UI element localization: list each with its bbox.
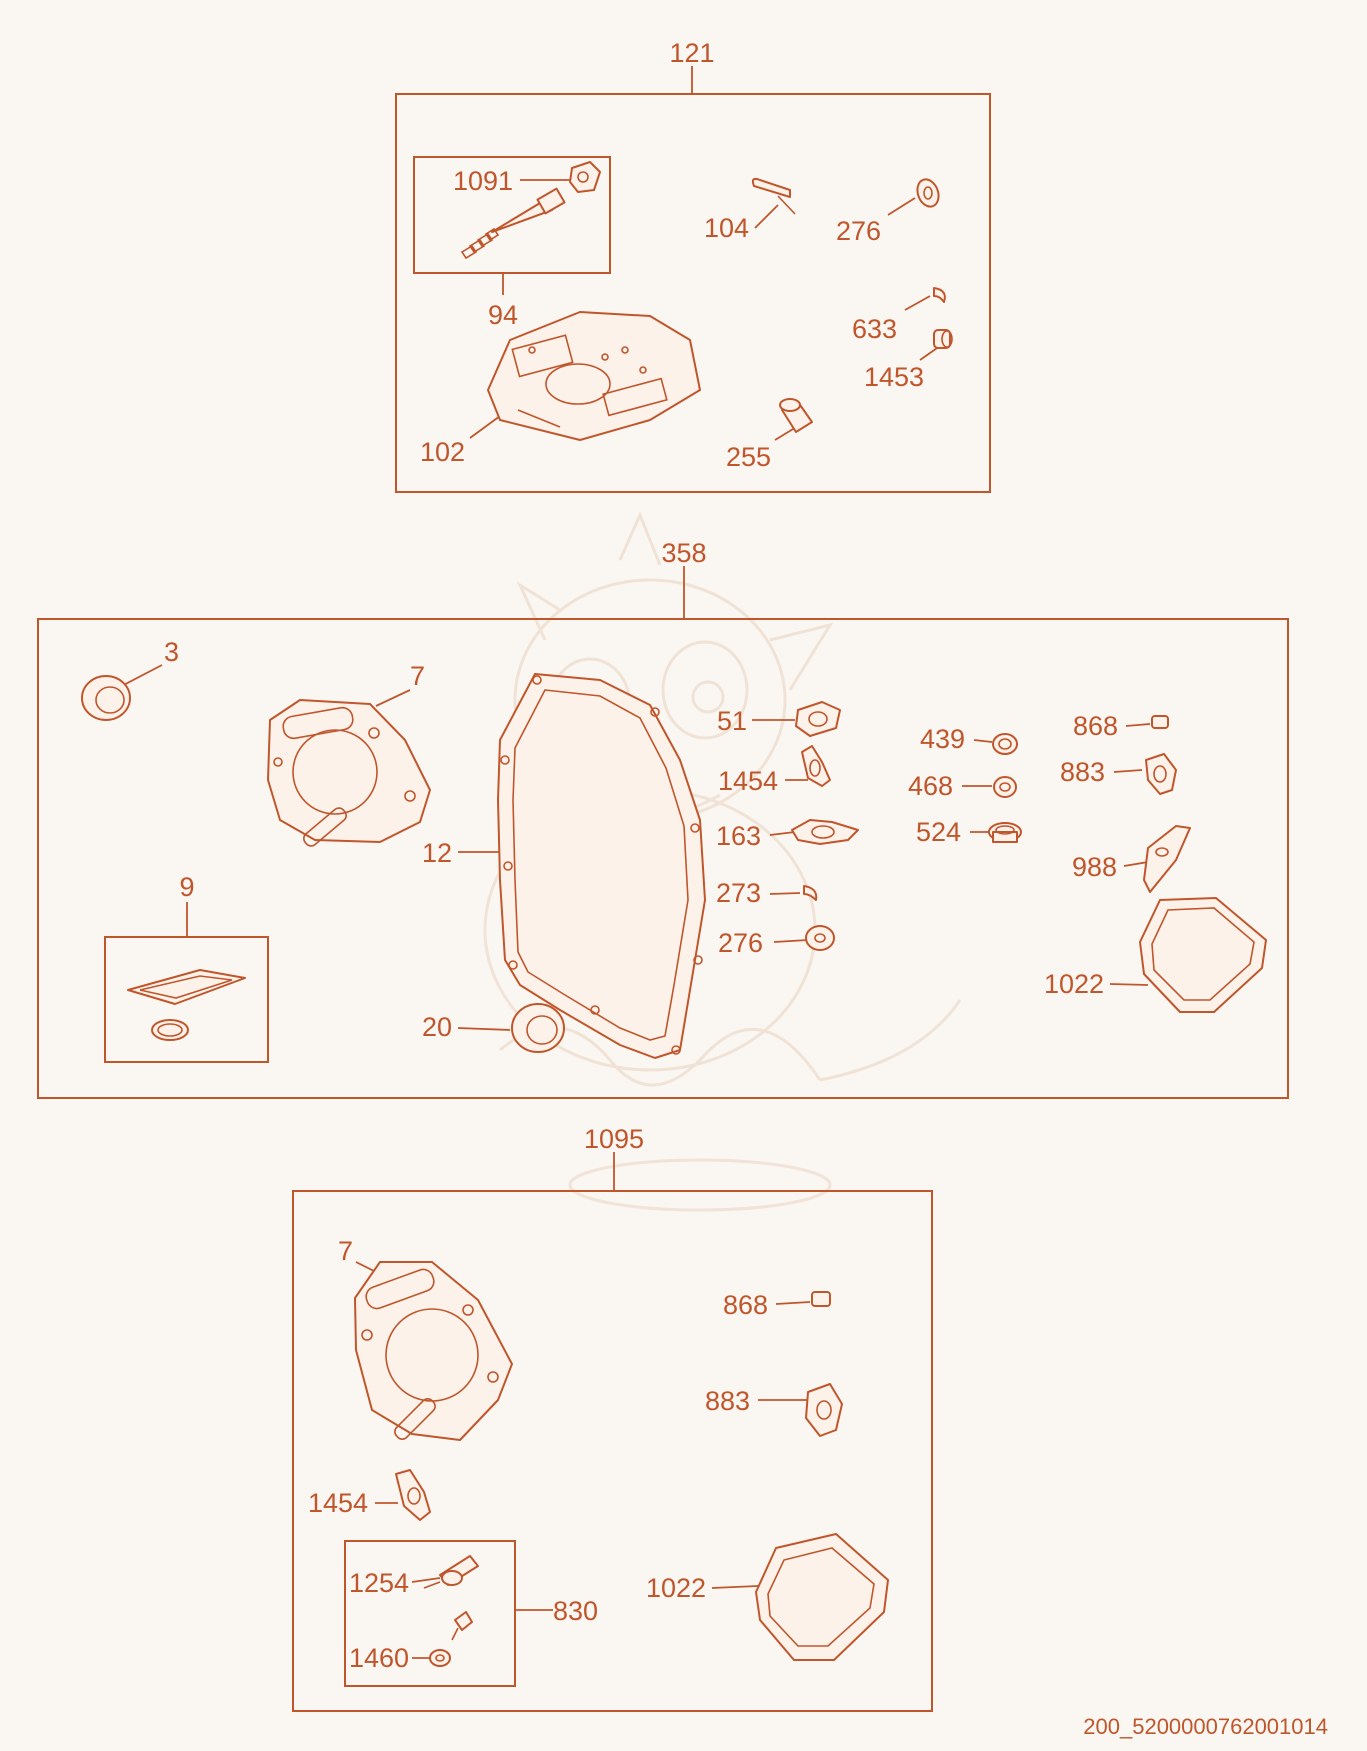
part-1022a-label: 1022 [1044,969,1104,999]
subkit-9-frame [104,936,269,1063]
kit-121: 121 94 1091 104 276 633 1453 [395,38,991,493]
part-1454a-label: 1454 [718,766,778,796]
part-883b-label: 883 [705,1386,750,1416]
part-1022b-label: 1022 [646,1573,706,1603]
part-94-label: 94 [488,300,518,330]
part-51-label: 51 [717,706,747,736]
part-7b-label: 7 [338,1236,353,1266]
part-1091-label: 1091 [453,166,513,196]
gasket-set-9-icon [127,969,246,1041]
washer-468-icon [993,776,1017,798]
part-3-label: 3 [164,637,179,667]
washer-276-icon [916,178,940,208]
kit-1095: 1095 7 868 883 1454 [292,1124,933,1712]
gasket-883b-icon [805,1383,843,1437]
gasket-163-icon [791,819,859,845]
part-276a-label: 276 [836,216,881,246]
oil-seal-3-icon [81,675,131,721]
drawing-code: 200_5200000762001014 [1083,1714,1328,1739]
part-7a-label: 7 [410,661,425,691]
clip-633-icon [933,287,946,303]
part-12-label: 12 [422,838,452,868]
kit-358: 358 3 7 9 12 [37,538,1289,1099]
rocker-cover-gasket-1022a-icon [1139,897,1267,1013]
pin-255-icon [779,398,813,433]
part-868a-label: 868 [1073,711,1118,741]
part-1254-label: 1254 [349,1568,409,1598]
gasket-1454a-icon [801,745,831,787]
part-104-label: 104 [704,213,749,243]
gasket-51-icon [795,701,841,737]
part-883a-label: 883 [1060,757,1105,787]
gasket-1454b-icon [395,1469,431,1521]
head-gasket-7b-icon [354,1261,513,1441]
kit-121-frame [395,93,991,493]
needle-valve-icon [460,161,601,260]
screw-1254-icon [423,1555,479,1589]
kit-1095-label: 1095 [584,1124,644,1154]
plug-524-icon [988,822,1022,843]
part-273-label: 273 [716,878,761,908]
crankcase-gasket-12-icon [497,673,706,1059]
part-468-label: 468 [908,771,953,801]
gasket-988-icon [1143,825,1191,893]
part-255-label: 255 [726,442,771,472]
bushing-1453-icon [933,329,953,349]
part-524-label: 524 [916,817,961,847]
kit-1095-frame [292,1190,933,1712]
part-633-label: 633 [852,314,897,344]
plug-868b-icon [811,1291,831,1307]
part-868b-label: 868 [723,1290,768,1320]
gasket-883a-icon [1145,753,1177,795]
washer-276b-icon [805,925,835,951]
rocker-cover-gasket-1022b-icon [755,1533,889,1661]
screw-1460-icon [429,1611,473,1667]
u-pin-icon [751,177,791,198]
kit-358-frame [37,618,1289,1099]
kit-121-label: 121 [669,38,714,68]
part-1453-label: 1453 [864,362,924,392]
part-1460-label: 1460 [349,1643,409,1673]
kit-358-label: 358 [661,538,706,568]
part-102-label: 102 [420,437,465,467]
subkit-830-frame [344,1540,516,1687]
washer-439-icon [992,733,1018,755]
part-830-label: 830 [553,1596,598,1626]
part-439-label: 439 [920,724,965,754]
part-276b-label: 276 [718,928,763,958]
subkit-94-frame [413,156,611,274]
oil-seal-20-icon [511,1003,565,1053]
part-20-label: 20 [422,1012,452,1042]
carburetor-plate-102-icon [487,311,701,441]
part-9-label: 9 [179,872,194,902]
part-988-label: 988 [1072,852,1117,882]
clip-273-icon [803,885,818,901]
plug-868a-icon [1151,715,1169,729]
head-gasket-7-icon [267,699,431,847]
part-1454b-label: 1454 [308,1488,368,1518]
part-163-label: 163 [716,821,761,851]
